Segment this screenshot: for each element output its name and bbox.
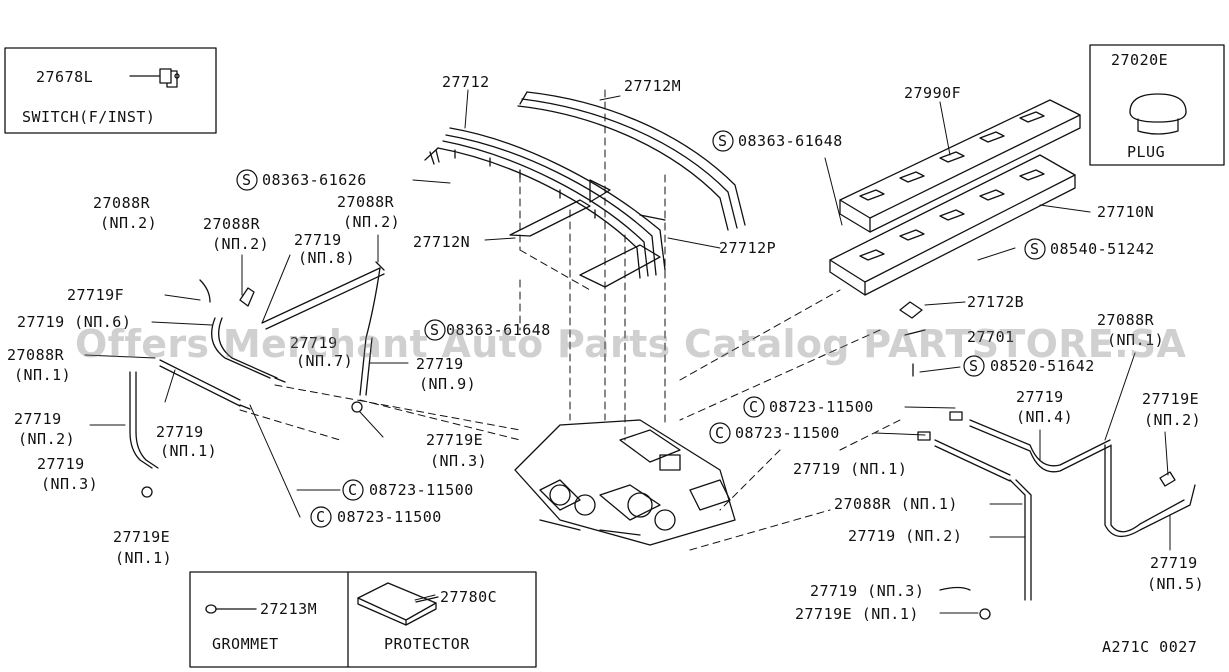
- part-label: 27719: [1150, 554, 1198, 572]
- part-label: 08723-11500: [769, 398, 874, 416]
- protector-icon: [357, 582, 439, 626]
- heater-unit: [514, 419, 736, 546]
- right-tubes: [899, 301, 1196, 620]
- part-label: (NΠ.3): [430, 452, 488, 470]
- part-label: (NΠ.1): [14, 366, 72, 384]
- part-label: (NΠ.1): [115, 549, 173, 567]
- part-label: 27719E: [113, 528, 171, 546]
- switch-name: SWITCH(F/INST): [22, 108, 156, 126]
- part-label: 08723-11500: [369, 481, 474, 499]
- plug-box: [1089, 44, 1225, 166]
- leader-lines: [84, 89, 1171, 614]
- fastener-markers: [236, 130, 1046, 528]
- part-label: 27990F: [904, 84, 962, 102]
- part-label: (NΠ.2): [1144, 411, 1202, 429]
- part-label: (NΠ.2): [100, 214, 158, 232]
- s-marker: S: [718, 132, 728, 150]
- part-label: 27719: [37, 455, 85, 473]
- part-label: 27719 (NΠ.6): [17, 313, 132, 331]
- part-label: 27701: [967, 328, 1015, 346]
- part-label: 08520-51642: [990, 357, 1095, 375]
- part-label: 27719 (NΠ.1): [793, 460, 908, 478]
- switch-part-number: 27678L: [36, 68, 94, 86]
- watermark: Offers Merchant Auto Parts Catalog PARTS…: [75, 322, 1187, 366]
- part-label: (NΠ.2): [18, 430, 76, 448]
- switch-box: [4, 47, 217, 134]
- part-label: 08363-61648: [738, 132, 843, 150]
- grommet-icon: [205, 604, 257, 614]
- part-label: (NΠ.2): [212, 235, 270, 253]
- s-marker: S: [430, 321, 440, 339]
- part-label: (NΠ.9): [419, 375, 477, 393]
- roof-rails: [424, 91, 746, 288]
- part-label: 27719: [294, 231, 342, 249]
- part-label: 27712N: [413, 233, 471, 251]
- protector-part-number: 27780C: [440, 588, 498, 606]
- part-label: 27719E: [426, 431, 484, 449]
- plug-icon: [1129, 93, 1187, 135]
- part-label: (NΠ.7): [296, 352, 354, 370]
- part-label: 27088R: [337, 193, 395, 211]
- part-label: 27719E: [1142, 390, 1200, 408]
- part-label: 27719: [14, 410, 62, 428]
- switch-icon: [129, 68, 180, 88]
- part-label: 27719 (NΠ.2): [848, 527, 963, 545]
- part-label: 27719: [1016, 388, 1064, 406]
- part-label: 08723-11500: [735, 424, 840, 442]
- part-label: 27712: [442, 73, 490, 91]
- part-label: 27710N: [1097, 203, 1155, 221]
- part-label: 08540-51242: [1050, 240, 1155, 258]
- left-tubes: [129, 261, 385, 498]
- protector-name: PROTECTOR: [384, 635, 470, 653]
- c-marker: C: [715, 424, 725, 442]
- s-marker: S: [1030, 240, 1040, 258]
- part-label: 27719E (NΠ.1): [795, 605, 919, 623]
- part-label: 27719: [290, 334, 338, 352]
- c-marker: C: [749, 398, 759, 416]
- side-rails: [829, 99, 1081, 296]
- connection-lines: [239, 89, 901, 551]
- grommet-part-number: 27213M: [260, 600, 318, 618]
- s-marker: S: [969, 357, 979, 375]
- part-label: (NΠ.1): [1107, 331, 1165, 349]
- part-label: (NΠ.5): [1147, 575, 1205, 593]
- part-label: 08723-11500: [337, 508, 442, 526]
- part-label: (NΠ.2): [343, 213, 401, 231]
- c-marker: C: [348, 481, 358, 499]
- part-label: 27088R: [7, 346, 65, 364]
- grommet-protector-box: [189, 571, 537, 668]
- part-label: 27088R: [203, 215, 261, 233]
- part-label: 27712P: [719, 239, 777, 257]
- part-label: 27088R (NΠ.1): [834, 495, 958, 513]
- part-label: 27719: [416, 355, 464, 373]
- part-label: 27712M: [624, 77, 682, 95]
- part-label: 27719 (NΠ.3): [810, 582, 925, 600]
- plug-name: PLUG: [1127, 143, 1166, 161]
- part-label: (NΠ.8): [298, 249, 356, 267]
- part-label: 27088R: [93, 194, 151, 212]
- part-label: 08363-61648: [446, 321, 551, 339]
- diagram-code: A271C 0027: [1102, 638, 1198, 656]
- part-label: 27088R: [1097, 311, 1155, 329]
- part-label: (NΠ.4): [1016, 408, 1074, 426]
- part-label: 27172B: [967, 293, 1025, 311]
- part-label: (NΠ.3): [41, 475, 99, 493]
- grommet-name: GROMMET: [212, 635, 279, 653]
- s-marker: S: [242, 171, 252, 189]
- part-label: 27719: [156, 423, 204, 441]
- plug-part-number: 27020E: [1111, 51, 1169, 69]
- c-marker: C: [316, 508, 326, 526]
- part-label: (NΠ.1): [160, 442, 218, 460]
- part-label: 27719F: [67, 286, 125, 304]
- part-label: 08363-61626: [262, 171, 367, 189]
